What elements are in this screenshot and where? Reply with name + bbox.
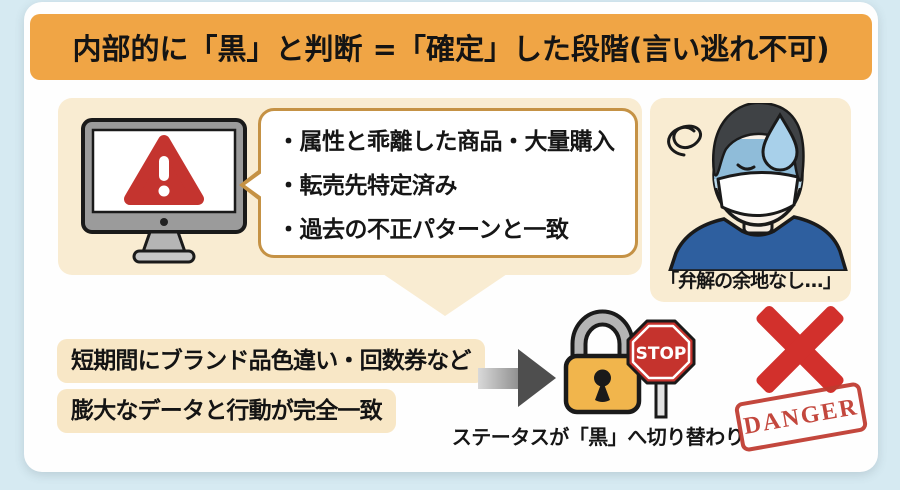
worried-person-icon (667, 103, 848, 271)
person-quote: 「弁解の余地なし...」 (660, 270, 842, 292)
bullet-item: ・転売先特定済み (277, 173, 458, 199)
bullet-item: ・過去の不正パターンと一致 (277, 217, 569, 243)
stop-sign-icon: STOP (626, 319, 696, 419)
arrow-right-icon (478, 349, 556, 407)
shirt (668, 215, 848, 271)
scribble-icon (667, 124, 702, 157)
page-title: 内部的に「黒」と判断 =「確定」した段階(言い逃れ不可) (72, 32, 830, 66)
stop-label: STOP (636, 344, 687, 364)
closed-eye (736, 163, 756, 171)
face-mask (716, 171, 800, 217)
monitor-stand (140, 230, 188, 254)
keyhole (594, 369, 611, 387)
warning-triangle-icon (124, 135, 204, 205)
padlock-icon (563, 309, 642, 415)
x-mark-icon (753, 303, 847, 396)
title-banner: 内部的に「黒」と判断 =「確定」した段階(言い逃れ不可) (30, 14, 872, 80)
evidence-row-1: 短期間にブランド品色違い・回数券など (57, 339, 485, 383)
monitor-icon (81, 118, 247, 264)
danger-label: DANGER (741, 393, 861, 440)
monitor-camera-dot (160, 218, 168, 226)
bullet-item: ・属性と乖離した商品・大量購入 (277, 129, 615, 155)
evidence-panel-tail (383, 274, 507, 316)
speech-bubble: ・属性と乖離した商品・大量購入 ・転売先特定済み ・過去の不正パターンと一致 (239, 108, 638, 258)
evidence-row-2: 膨大なデータと行動が完全一致 (57, 389, 396, 433)
status-caption: ステータスが「黒」へ切り替わり (451, 425, 745, 449)
sweat-drop-icon (761, 112, 799, 172)
